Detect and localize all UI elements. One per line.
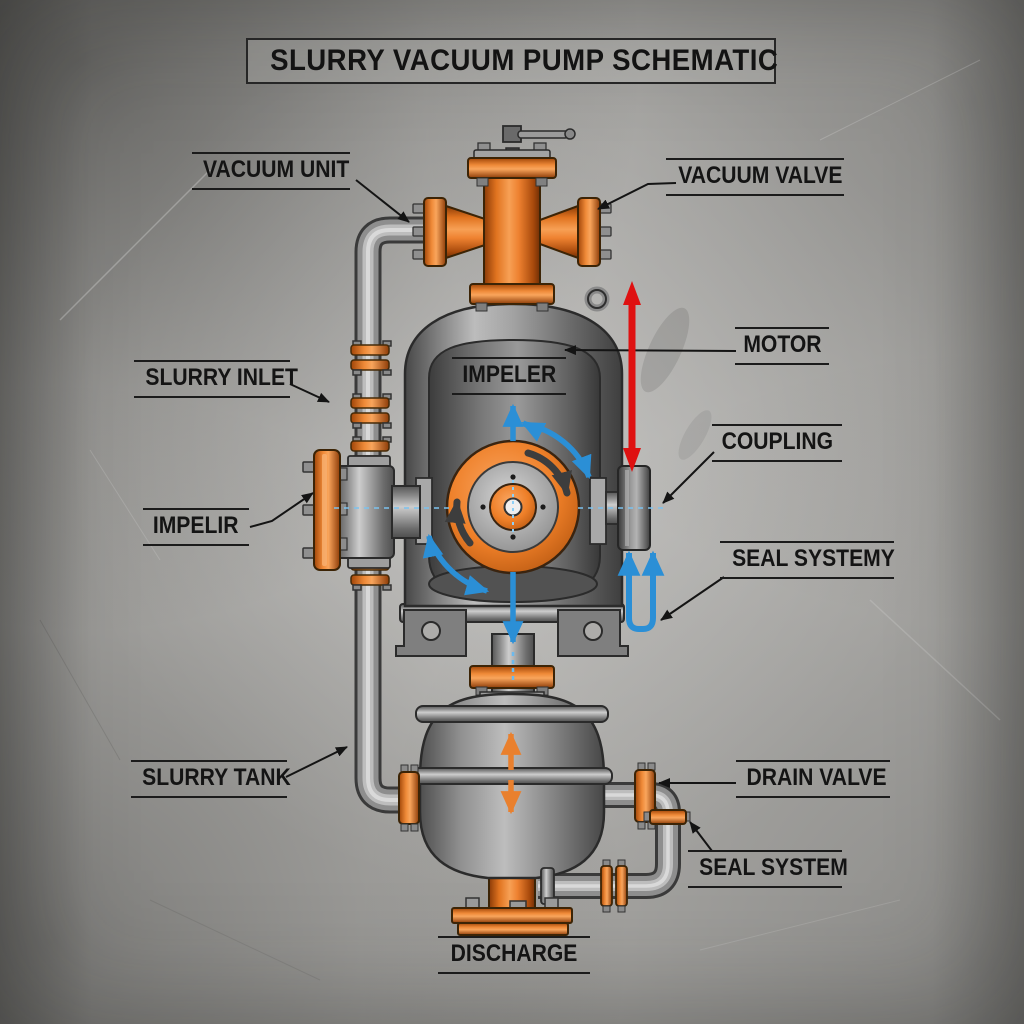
label-vacuum-valve: VACUUM VALVE [666, 158, 844, 196]
title-box: SLURRY VACUUM PUMP SCHEMATIC [246, 38, 779, 84]
seal-systemy-leader [660, 576, 725, 621]
label-slurry-tank-text: SLURRY TANK [142, 764, 291, 791]
flow-arrows-blue [334, 403, 665, 684]
label-impeller-body-text: IMPELER [462, 361, 556, 388]
tank-band-upper [415, 705, 609, 723]
impeller-graphic [444, 439, 581, 575]
seal-system-flange [649, 809, 687, 825]
motor-leader [564, 345, 737, 356]
cross-left-arm [445, 204, 489, 260]
label-impeller-body: IMPELER [452, 357, 566, 395]
seal-system-leader [689, 821, 713, 852]
label-seal-system-text: SEAL SYSTEM [699, 854, 848, 881]
vacuum-unit-leader [355, 179, 410, 223]
label-motor: MOTOR [735, 327, 829, 365]
leader-arrows [249, 179, 737, 852]
label-drain-valve: DRAIN VALVE [736, 760, 890, 798]
label-vacuum-valve-text: VACUUM VALVE [678, 162, 843, 189]
cross-right-arm [539, 204, 579, 260]
impelir-leader [249, 492, 314, 528]
label-vacuum-unit: VACUUM UNIT [192, 152, 350, 190]
cross-vertical-barrel [483, 175, 541, 287]
tee-nozzle [391, 485, 421, 539]
label-drain-valve-text: DRAIN VALVE [746, 764, 887, 791]
slurry-inlet-leader [289, 383, 330, 403]
suction-tee [302, 449, 421, 571]
motor-arrow-red [623, 281, 641, 472]
page-title: SLURRY VACUUM PUMP SCHEMATIC [270, 44, 779, 77]
slurry-tank-leader [285, 746, 348, 778]
label-vacuum-unit-text: VACUUM UNIT [202, 156, 350, 183]
vacuum-valve-assembly [412, 125, 612, 312]
label-slurry-inlet: SLURRY INLET [134, 360, 298, 398]
tank-left-flange [398, 771, 420, 825]
label-coupling-text: COUPLING [721, 428, 833, 455]
rotation-arrows [444, 449, 572, 547]
coupling-leader [662, 451, 715, 504]
label-discharge: DISCHARGE [438, 936, 590, 974]
seal-flow-arrow [617, 550, 665, 632]
discharge-flange [451, 897, 573, 936]
lifting-lug-outline [587, 289, 607, 309]
label-motor-text: MOTOR [742, 331, 822, 358]
vacuum-valve-leader [597, 182, 677, 210]
right-port-plate [589, 477, 607, 545]
label-seal-system: SEAL SYSTEM [688, 850, 848, 888]
label-slurry-tank: SLURRY TANK [131, 760, 291, 798]
drain-pipe [538, 782, 681, 899]
label-seal-systemy: SEAL SYSTEMY [720, 541, 895, 579]
label-impeller-left: IMPELIR [143, 508, 249, 546]
label-slurry-inlet-text: SLURRY INLET [145, 364, 298, 391]
valve-handle [517, 130, 569, 139]
label-discharge-text: DISCHARGE [450, 940, 578, 967]
label-coupling: COUPLING [712, 424, 842, 462]
label-impeller-left-text: IMPELIR [153, 512, 239, 539]
label-seal-systemy-text: SEAL SYSTEMY [732, 545, 895, 572]
